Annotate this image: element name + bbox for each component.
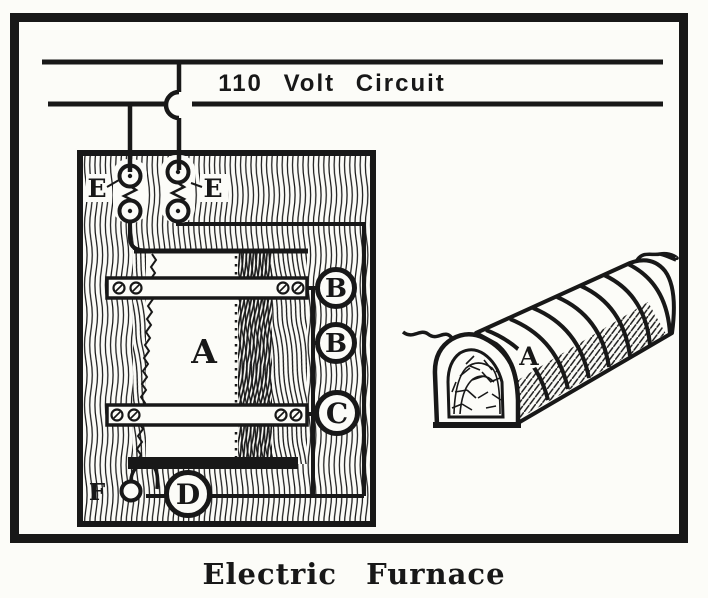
fuse-blocks bbox=[86, 155, 228, 224]
terminal-b-upper-label: B bbox=[325, 274, 347, 304]
terminal-b-middle-label: B bbox=[325, 329, 347, 359]
wire-f-hook bbox=[129, 462, 160, 490]
lead-wire-left bbox=[401, 330, 454, 340]
terminal-f-label: F bbox=[89, 479, 106, 506]
furnace-board: B B C D F E E A bbox=[77, 150, 376, 527]
upper-clamp bbox=[105, 276, 309, 300]
flank-hatching bbox=[508, 302, 666, 418]
fuse-right-label: E bbox=[203, 174, 222, 203]
label-pointer bbox=[106, 179, 203, 188]
label-clearing bbox=[200, 174, 228, 202]
tube-clamps bbox=[105, 276, 309, 427]
screw-slots bbox=[113, 284, 302, 419]
figure-frame bbox=[10, 13, 688, 543]
furnace-3d-label: A bbox=[518, 342, 539, 371]
terminal-d bbox=[164, 470, 212, 518]
tube-base-bar bbox=[128, 457, 298, 469]
crackle-fill bbox=[451, 355, 503, 415]
post-centers bbox=[127, 169, 181, 214]
furnace-3d: A bbox=[401, 251, 679, 428]
coil-windings bbox=[485, 262, 672, 401]
wire-terminal-column bbox=[307, 286, 318, 496]
lower-clamp bbox=[105, 403, 309, 427]
lead-wire-right bbox=[634, 251, 679, 263]
label-clearing bbox=[86, 174, 110, 202]
terminal-b-upper bbox=[315, 267, 357, 309]
wire-left-post-down bbox=[128, 212, 149, 253]
circuit-label: 110 Volt Circuit bbox=[218, 70, 446, 97]
label-clearing bbox=[516, 343, 542, 369]
fuse-left-label: E bbox=[87, 174, 106, 203]
supply-circuit: 110 Volt Circuit bbox=[42, 59, 663, 172]
terminal-c-label: C bbox=[326, 397, 348, 430]
terminal-c bbox=[314, 390, 360, 436]
terminal-f-post bbox=[119, 479, 143, 503]
terminal-b-middle bbox=[315, 322, 357, 364]
tube-label: A bbox=[190, 332, 217, 371]
terminal-d-label: D bbox=[176, 478, 200, 511]
figure-caption: Electric Furnace bbox=[202, 557, 506, 591]
terminal-circles bbox=[119, 267, 360, 518]
drop-wire-with-crossover bbox=[163, 64, 182, 170]
